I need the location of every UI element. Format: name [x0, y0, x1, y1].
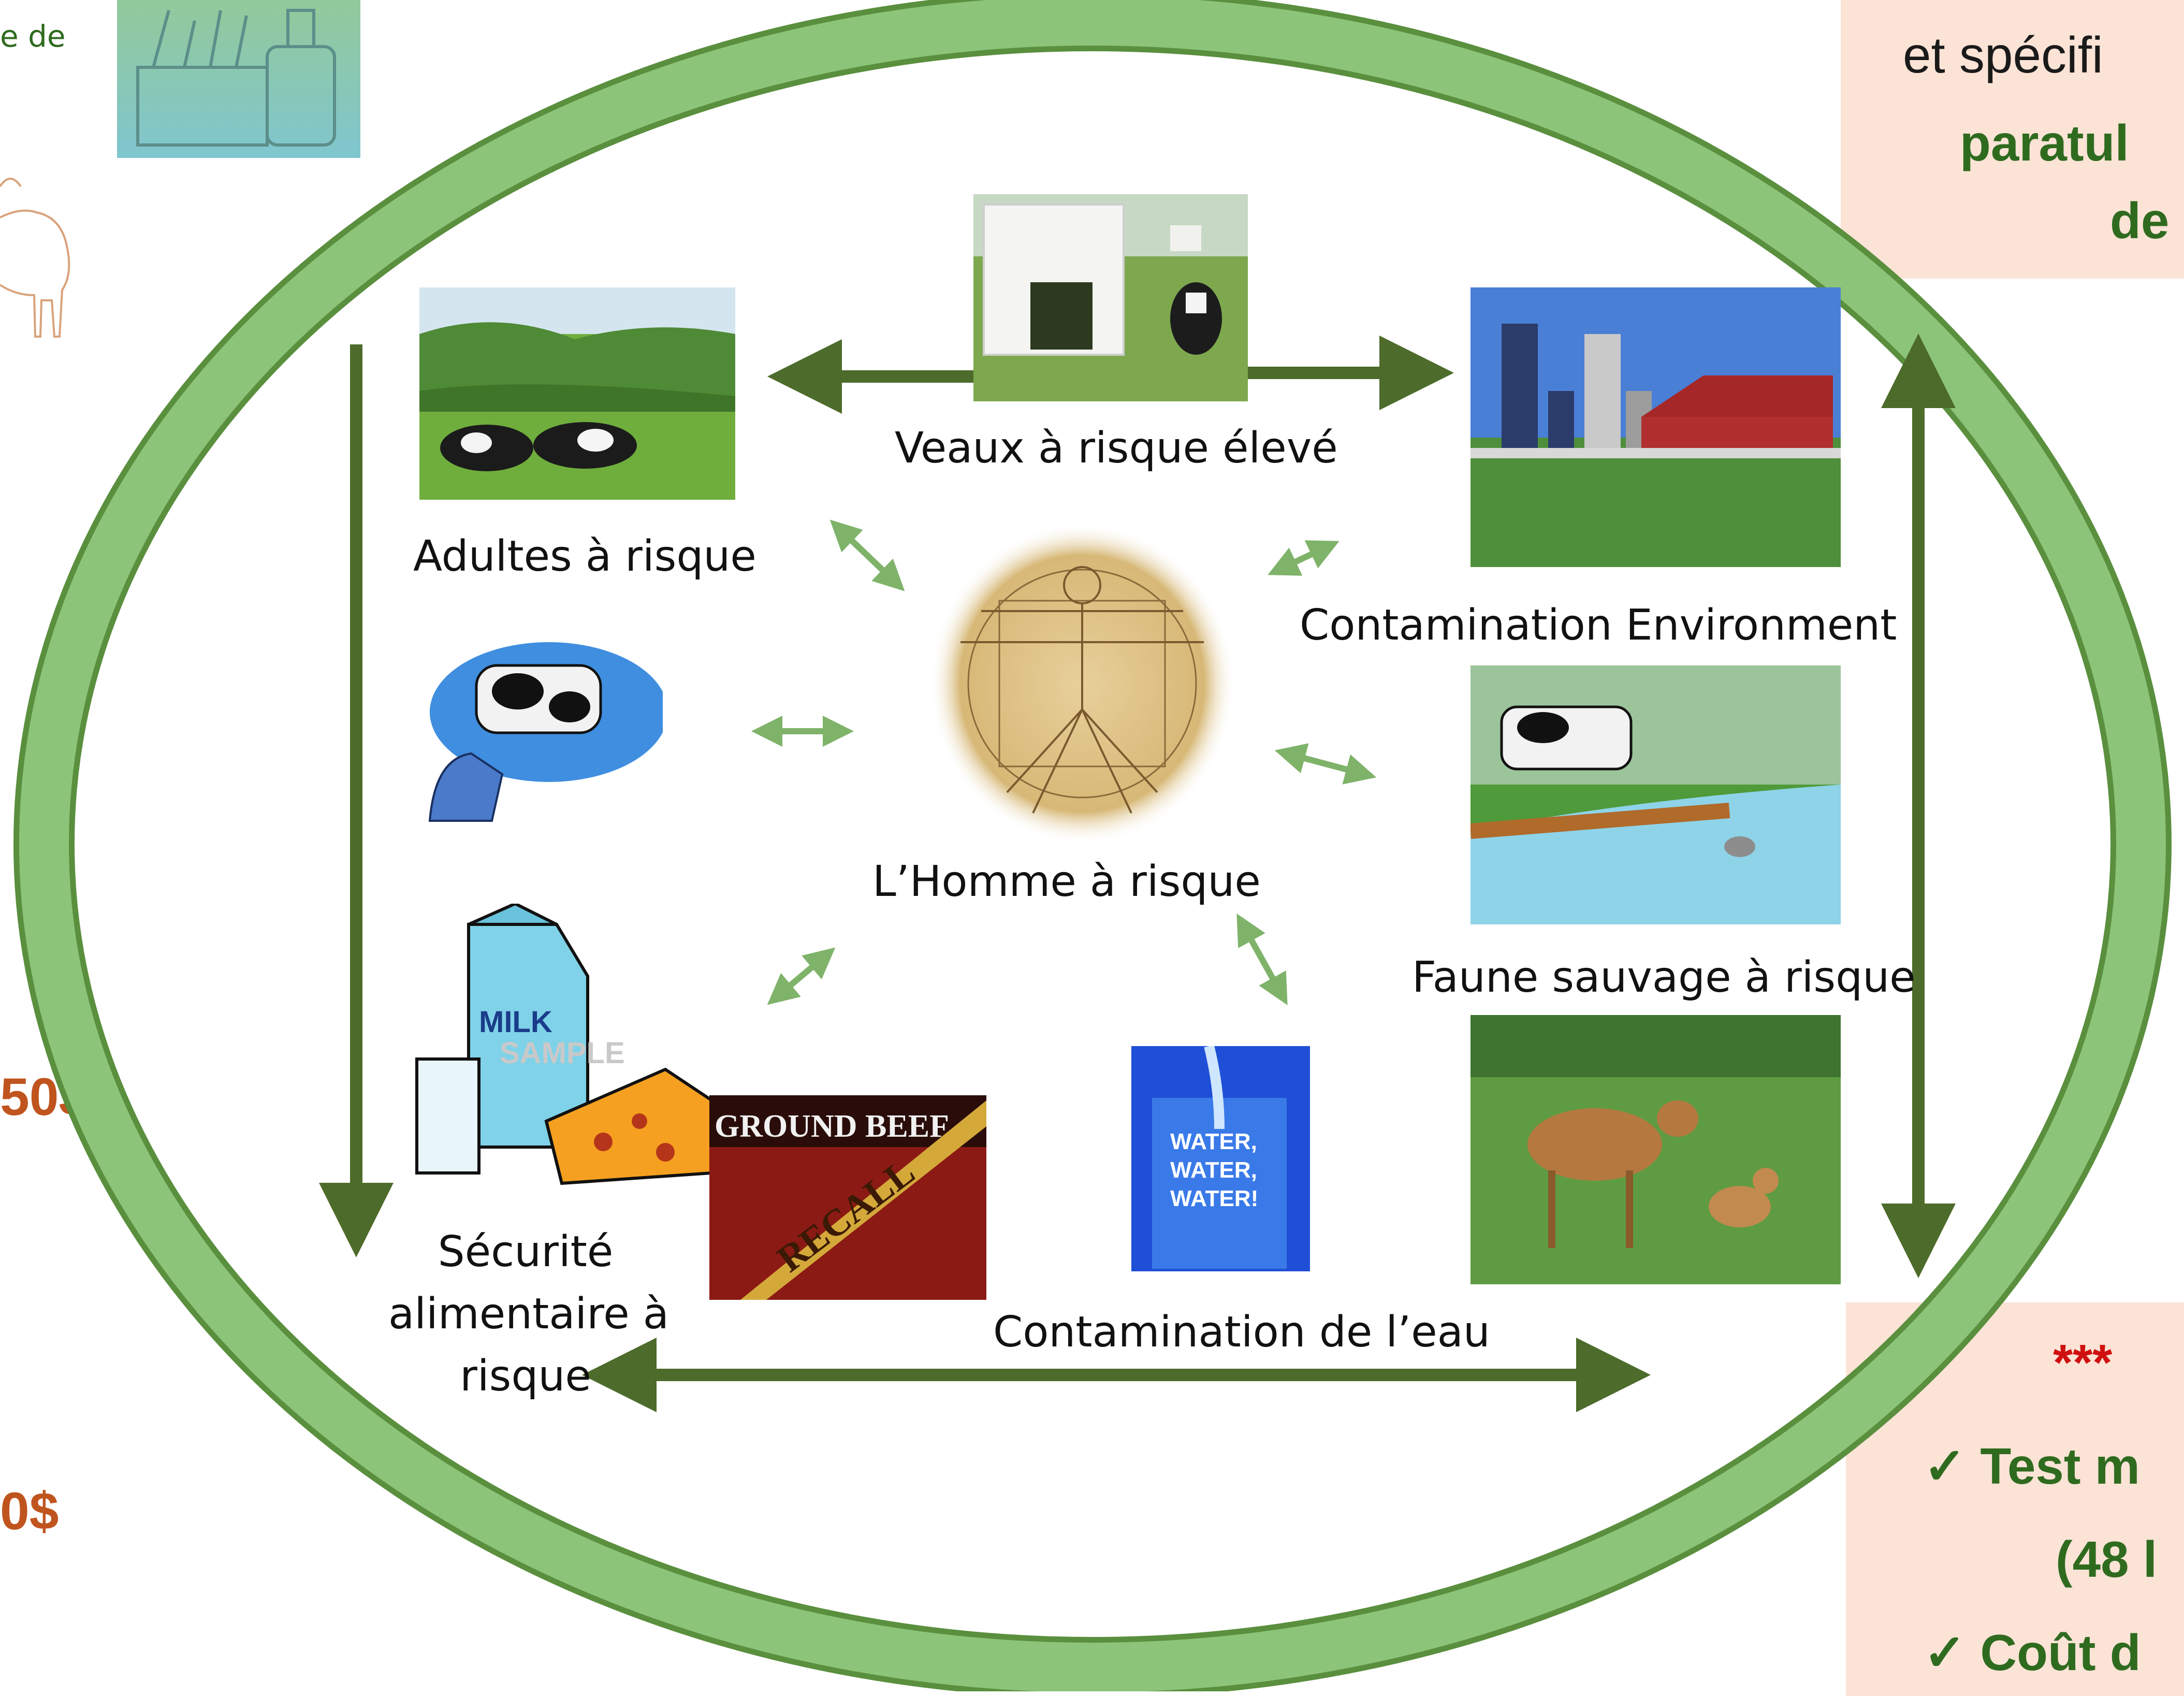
farm-silos-photo [1470, 287, 1841, 567]
arrow-human-wildlife [1274, 743, 1377, 785]
info-panel-top: et spécifi paratul de [1841, 0, 2184, 279]
arrow-human-adults [829, 519, 905, 591]
stars-marker: *** [2053, 1334, 2113, 1391]
panel-check-3: ✓ Coût d [1924, 1624, 2141, 1681]
arrow-human-water [1236, 914, 1288, 1005]
label-food-line-3: risque [460, 1352, 591, 1401]
label-human: L’Homme à risque [872, 857, 1261, 906]
water-glass-image: WATER, WATER, WATER! [1131, 1046, 1310, 1271]
ring-inner [19, 0, 2166, 1691]
label-environment: Contamination Environment [1300, 601, 1897, 650]
sample-watermark: SAMPLE [500, 1036, 625, 1070]
stream-cow-clipart [1470, 665, 1841, 924]
pasture-cows-photo [419, 287, 735, 500]
water-text-1: WATER, [1170, 1129, 1257, 1154]
price-label-2: 0$ [0, 1482, 59, 1541]
panel-check-1: ✓ Test m [1924, 1438, 2140, 1495]
label-adults: Adultes à risque [413, 532, 756, 581]
water-text-2: WATER, [1170, 1157, 1257, 1183]
label-water: Contamination de l’eau [993, 1308, 1490, 1357]
toolbox-icon [117, 0, 360, 158]
label-wildlife: Faune sauvage à risque [1412, 953, 1916, 1002]
cow-outline-icon [0, 171, 78, 347]
label-calves: Veaux à risque élevé [895, 424, 1338, 473]
arrow-human-food [767, 947, 836, 1005]
deer-photo [1470, 1015, 1841, 1284]
panel-line-2: paratul [1960, 114, 2129, 171]
calf-hutch-photo [973, 194, 1248, 401]
panel-check-2: (48 l [2056, 1531, 2158, 1588]
vitruvian-man-image [929, 523, 1235, 844]
milker-clipart [414, 634, 663, 826]
water-text-3: WATER! [1170, 1186, 1259, 1211]
arrow-human-environment [1268, 540, 1339, 576]
milk-cheese-clipart: MILK SAMPLE [406, 904, 717, 1204]
label-food-line-2: alimentaire à [388, 1289, 669, 1339]
left-snippet-text: e de [0, 19, 66, 54]
panel-line-1: et spécifi [1903, 26, 2103, 83]
label-food-line-1: Sécurité [438, 1227, 614, 1277]
panel-line-3: de [2110, 192, 2170, 249]
ground-beef-text: GROUND BEEF [715, 1109, 949, 1144]
ground-beef-recall-image: GROUND BEEF RECALL [709, 1095, 986, 1300]
milk-carton-text: MILK [479, 1005, 552, 1039]
